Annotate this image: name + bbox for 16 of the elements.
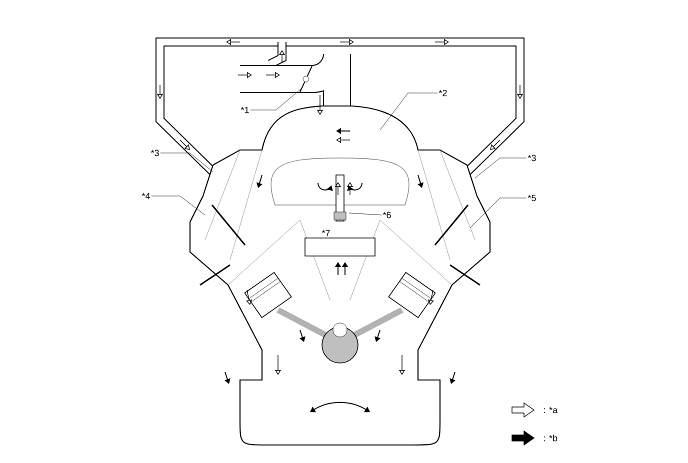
leader-line (380, 92, 438, 130)
legend-text: : *b (544, 434, 558, 442)
callout-number: *6 (382, 212, 391, 218)
leader-line (160, 152, 214, 172)
leader-line (348, 212, 382, 216)
callout-number: *2 (438, 90, 447, 96)
callout-number: *5 (528, 194, 536, 202)
leader-line (151, 196, 206, 216)
callout-number: *4 (142, 192, 150, 200)
leader-line (470, 198, 527, 228)
leader-line (250, 88, 302, 110)
callout-number: *3 (150, 150, 159, 156)
legend-text: : *a (544, 406, 558, 414)
leader-line (474, 158, 527, 178)
callout-number: *3 (528, 154, 536, 162)
callout-number: *1 (240, 106, 249, 114)
